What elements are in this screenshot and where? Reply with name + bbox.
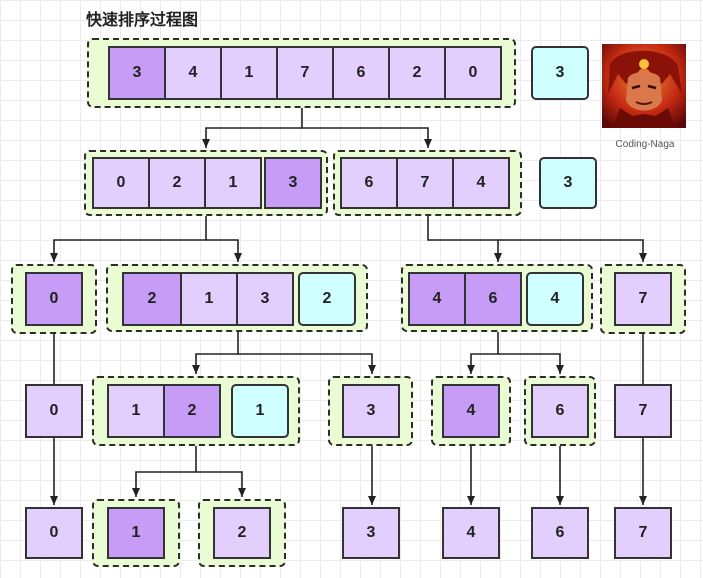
connector [132, 446, 197, 497]
array-cell: 6 [332, 46, 390, 100]
connector [206, 239, 242, 262]
connector [192, 332, 239, 374]
array-cell: 0 [25, 507, 83, 559]
array-cell: 3 [342, 384, 400, 438]
array-cell: 6 [340, 157, 398, 209]
connector [498, 239, 647, 262]
array-cell: 1 [220, 46, 278, 100]
array-cell: 0 [92, 157, 150, 209]
array-cell: 4 [442, 384, 500, 438]
connector [427, 216, 502, 262]
array-cell: 4 [442, 507, 500, 559]
avatar-caption: Coding-Naga [615, 139, 675, 150]
array-cell: 7 [396, 157, 454, 209]
array-cell: 3 [264, 157, 322, 209]
pivot-value-box: 4 [526, 272, 584, 326]
pivot-value-box: 3 [531, 46, 589, 100]
connector [467, 332, 499, 374]
array-cell: 2 [148, 157, 206, 209]
array-cell: 1 [204, 157, 262, 209]
connector [498, 353, 564, 374]
array-cell: 2 [213, 507, 271, 559]
pivot-value-box: 1 [231, 384, 289, 438]
array-cell: 4 [452, 157, 510, 209]
array-cell: 4 [164, 46, 222, 100]
array-cell: 1 [107, 507, 165, 559]
array-cell: 4 [408, 272, 466, 326]
diagram-title: 快速排序过程图 [86, 10, 199, 29]
array-cell: 2 [388, 46, 446, 100]
array-cell: 2 [122, 272, 182, 326]
array-cell: 6 [464, 272, 522, 326]
avatar [602, 44, 686, 128]
array-cell: 7 [276, 46, 334, 100]
array-cell: 1 [180, 272, 238, 326]
connector [238, 353, 376, 374]
pivot-value-box: 3 [539, 157, 597, 209]
array-cell: 0 [25, 384, 83, 438]
array-cell: 3 [236, 272, 294, 326]
array-cell: 7 [614, 507, 672, 559]
connector [196, 471, 246, 497]
array-cell: 2 [163, 384, 221, 438]
connector [50, 216, 207, 262]
connector [302, 127, 432, 148]
array-cell: 7 [614, 272, 672, 326]
pivot-value-box: 2 [298, 272, 356, 326]
connector [202, 100, 303, 148]
array-cell: 1 [107, 384, 165, 438]
array-cell: 0 [25, 272, 83, 326]
array-cell: 3 [342, 507, 400, 559]
array-cell: 0 [444, 46, 502, 100]
array-cell: 6 [531, 384, 589, 438]
array-cell: 6 [531, 507, 589, 559]
array-cell: 7 [614, 384, 672, 438]
avatar-image [602, 44, 686, 128]
array-cell: 3 [108, 46, 166, 100]
